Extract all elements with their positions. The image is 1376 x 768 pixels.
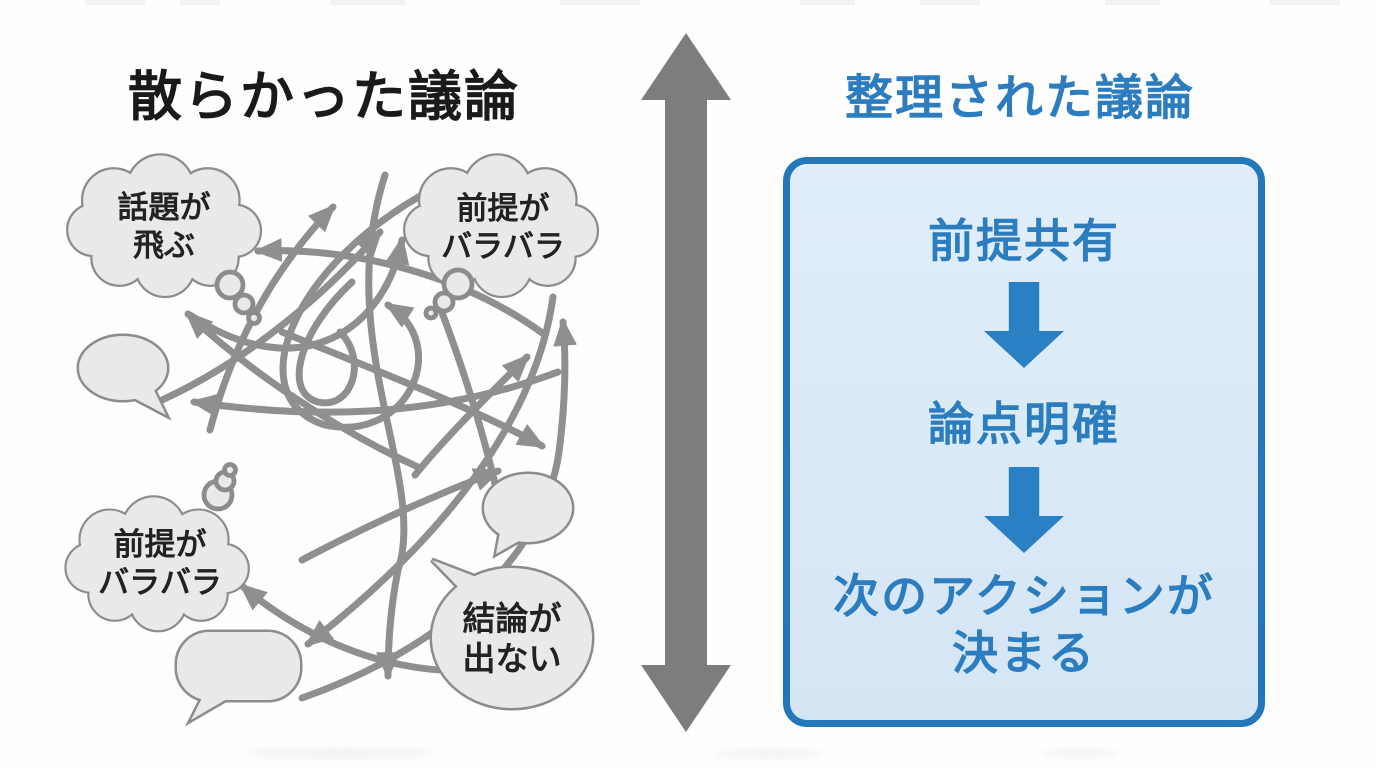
down-arrow-icon: [984, 467, 1064, 553]
bubble-label-premises-top: 前提が バラバラ: [441, 191, 565, 264]
bubble-label-no-conclusion: 結論が 出ない: [462, 599, 562, 677]
speech-bubble-no-conclusion: [429, 557, 595, 711]
speech-bubble-empty-left: [76, 333, 172, 421]
organized-discussion-title: 整理された議論: [844, 72, 1195, 125]
tangled-arrows-graphic: [158, 171, 592, 702]
step-next-action: 次のアクションが 決まる: [833, 570, 1215, 680]
thought-bubble-premises-top: [405, 155, 597, 321]
bubble-label-premises-bottom: 前提が バラバラ: [98, 527, 222, 600]
speech-bubble-empty-right: [481, 471, 575, 559]
speech-bubble-empty-bottom: [174, 629, 303, 727]
thought-bubble-premises-bottom: [66, 462, 247, 631]
step-share-premises: 前提共有: [928, 215, 1120, 267]
step-clarify-points: 論点明確: [928, 398, 1120, 450]
down-arrow-icon: [984, 282, 1064, 368]
messy-discussion-title: 散らかった議論: [128, 67, 520, 127]
vertical-double-arrow-icon: [641, 33, 731, 732]
bubble-label-topic-jumps: 話題が 飛ぶ: [117, 190, 211, 263]
bottom-smudge-artifact: [245, 747, 1120, 759]
organized-discussion-panel: 前提共有 論点明確 次のアクションが 決まる: [783, 157, 1265, 727]
top-edge-artifact: [85, 0, 1340, 5]
thought-bubble-topic-jumps: [68, 155, 260, 326]
